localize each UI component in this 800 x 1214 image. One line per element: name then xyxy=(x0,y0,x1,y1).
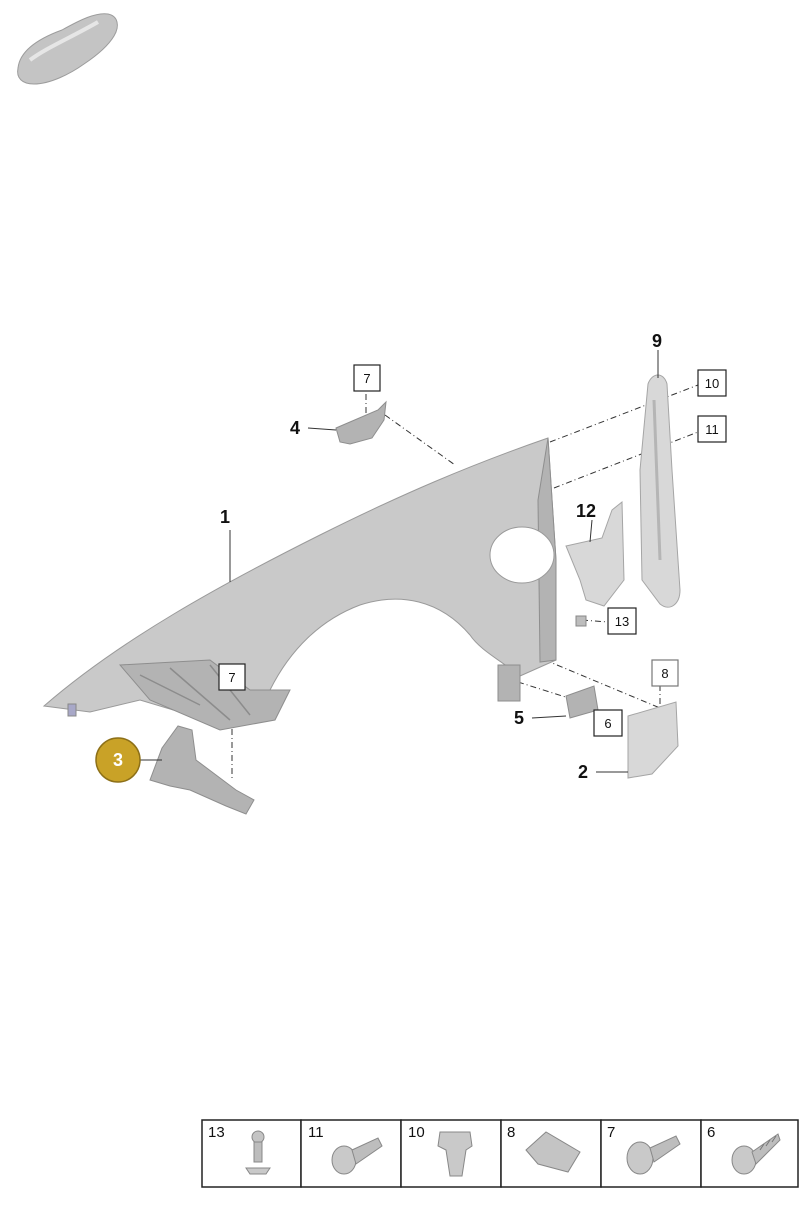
callout-2[interactable]: 2 xyxy=(578,762,588,782)
callout-label-3: 3 xyxy=(113,750,123,770)
ref-box-7-mid[interactable]: 7 xyxy=(218,663,246,691)
highlight-circle xyxy=(95,737,141,783)
hardware-number-11: 11 xyxy=(308,1124,324,1141)
ref-box-8[interactable]: 8 xyxy=(651,659,679,687)
part-3-support-bracket[interactable] xyxy=(149,725,255,815)
torx-bolt-icon xyxy=(626,1135,681,1175)
flange-bolt-icon xyxy=(331,1137,383,1175)
hardware-number-7: 7 xyxy=(607,1124,615,1141)
ref-box-7-top[interactable]: 7 xyxy=(353,364,381,392)
label-leaders xyxy=(138,350,659,773)
ref-box-10[interactable]: 10 xyxy=(697,369,727,397)
callout-label-4: 4 xyxy=(290,418,300,438)
ref-label-10: 10 xyxy=(705,376,719,391)
hardware-cell-8[interactable]: 8 xyxy=(500,1119,602,1188)
hardware-number-8: 8 xyxy=(507,1124,515,1141)
ref-box-13[interactable]: 13 xyxy=(607,607,637,635)
ref-label-11: 11 xyxy=(705,422,719,437)
callout-4[interactable]: 4 xyxy=(290,418,300,438)
ref-label-6: 6 xyxy=(604,716,611,731)
callout-label-1: 1 xyxy=(220,507,230,527)
hardware-cell-6[interactable]: 6 xyxy=(700,1119,799,1188)
callout-5[interactable]: 5 xyxy=(514,708,524,728)
part-13-rivet xyxy=(575,615,587,627)
callout-label-9: 9 xyxy=(652,331,662,351)
hardware-number-6: 6 xyxy=(707,1124,715,1141)
car-thumbnail-icon[interactable] xyxy=(17,13,118,85)
ref-label-7-mid: 7 xyxy=(228,670,235,685)
callout-label-2: 2 xyxy=(578,762,588,782)
callout-3-highlighted[interactable]: 3 xyxy=(95,737,141,783)
push-rivet-icon xyxy=(245,1130,271,1175)
ref-box-6[interactable]: 6 xyxy=(593,709,623,737)
self-tapping-screw-icon xyxy=(731,1133,781,1175)
ref-label-7-top: 7 xyxy=(363,371,370,386)
part-12-trim-cover[interactable] xyxy=(565,500,625,607)
ref-box-11[interactable]: 11 xyxy=(697,415,727,443)
part-5-block[interactable] xyxy=(565,685,599,719)
hardware-number-13: 13 xyxy=(208,1124,225,1141)
callout-label-5: 5 xyxy=(514,708,524,728)
part-1-fender[interactable] xyxy=(42,437,557,731)
callout-1[interactable]: 1 xyxy=(220,507,230,527)
part-4-bracket[interactable] xyxy=(335,400,387,445)
ref-label-8: 8 xyxy=(661,666,668,681)
hardware-cell-10[interactable]: 10 xyxy=(400,1119,502,1188)
ref-label-13: 13 xyxy=(615,614,629,629)
speed-nut-icon xyxy=(525,1131,581,1173)
part-9-seal-strip[interactable] xyxy=(639,374,681,608)
hardware-cell-11[interactable]: 11 xyxy=(300,1119,402,1188)
hardware-table: 13 11 10 8 xyxy=(201,1119,799,1188)
callout-12[interactable]: 12 xyxy=(576,501,596,521)
part-2-panel[interactable] xyxy=(627,701,679,779)
hardware-number-10: 10 xyxy=(408,1124,425,1141)
callout-9[interactable]: 9 xyxy=(652,331,662,351)
clip-nut-icon xyxy=(437,1131,473,1177)
hardware-cell-13[interactable]: 13 xyxy=(201,1119,302,1188)
callout-label-12: 12 xyxy=(576,501,596,521)
hardware-cell-7[interactable]: 7 xyxy=(600,1119,702,1188)
